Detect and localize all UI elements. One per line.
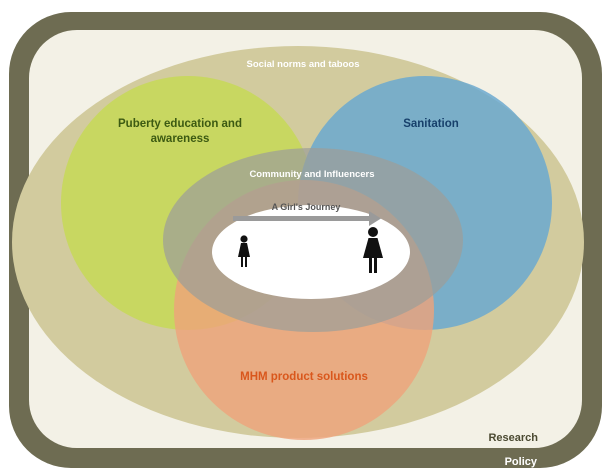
sanitation-label: Sanitation (403, 118, 459, 130)
girl-dress (238, 243, 250, 257)
woman-dress (363, 238, 383, 258)
woman-leg-right (374, 258, 377, 273)
arrow-head (369, 211, 381, 226)
girl-head (240, 235, 248, 243)
community-influencers-label: Community and Influencers (249, 169, 374, 180)
girls-journey-label: A Girl's Journey (272, 202, 341, 212)
puberty-education-label-line1: Puberty education and (118, 118, 242, 130)
arrow-right-icon (233, 211, 381, 226)
woman-figure-icon (363, 227, 383, 273)
girls-journey-core (212, 205, 410, 299)
woman-leg-left (369, 258, 372, 273)
girl-figure-icon (238, 235, 250, 267)
social-norms-label: Social norms and taboos (247, 59, 360, 70)
research-label: Research (488, 432, 538, 444)
girl-leg-left (241, 257, 243, 267)
girl-leg-right (245, 257, 247, 267)
policy-label: Policy (505, 456, 538, 468)
woman-head (368, 227, 378, 237)
mhm-product-label: MHM product solutions (240, 371, 368, 383)
arrow-shaft (233, 216, 371, 221)
puberty-education-label-line2: awareness (151, 133, 210, 145)
